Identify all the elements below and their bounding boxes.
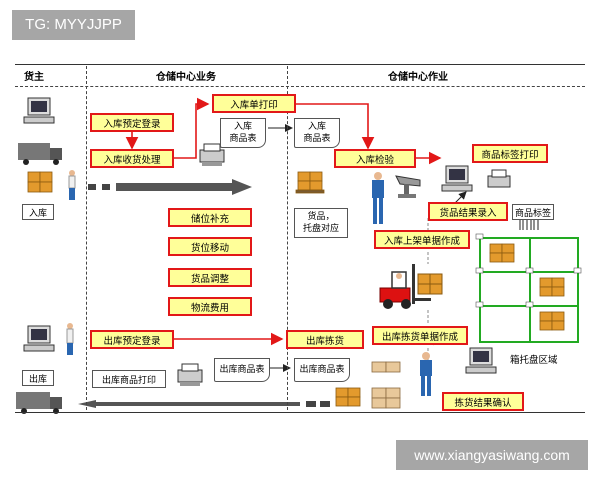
pick-order-box: 出库拣货单据作成 [372, 326, 468, 345]
inbound-doc-operation: 入库 商品表 [294, 118, 340, 148]
pallet-stack-icon [335, 387, 361, 407]
inbound-doc-business: 入库 商品表 [220, 118, 266, 148]
rack-label-tags [475, 233, 582, 308]
goods-entry-box: 货品结果录入 [428, 202, 508, 221]
doc-line: 出库商品表 [219, 365, 265, 375]
outbound-doc-operation: 出库商品表 [294, 358, 350, 382]
inbound-big-arrow [88, 179, 252, 195]
barcode-scanner-icon [395, 175, 421, 198]
shelf-order-box: 入库上架单据作成 [374, 230, 470, 249]
outbound-print-box: 出库商品打印 [92, 370, 166, 388]
box-stack-icon [371, 361, 401, 409]
rack-boxes [489, 243, 565, 331]
pick-confirm-box: 拣货结果确认 [442, 392, 524, 411]
header-cargo-owner: 货主 [24, 72, 44, 83]
pallet-match-box: 货品， 托盘对应 [294, 208, 348, 238]
outbound-pick-box: 出库拣货 [286, 330, 364, 349]
outbound-doc-business: 出库商品表 [214, 358, 270, 382]
computer-icon [441, 165, 473, 192]
owner-inbound-label: 入库 [22, 204, 54, 220]
watermark-top-left: TG: MYYJJPP [12, 10, 135, 40]
outbound-prebook-box: 出库预定登录 [90, 330, 174, 349]
doc-line: 商品表 [229, 134, 257, 144]
pallet-match-line: 托盘对应 [302, 224, 339, 234]
computer-icon [465, 347, 497, 374]
printer-icon [487, 169, 511, 188]
pallet-match-line: 货品， [307, 212, 335, 222]
bottom-rule [15, 412, 585, 413]
adjust-box: 货品调整 [168, 268, 252, 287]
truck-icon [18, 143, 62, 165]
printer-icon [177, 363, 203, 386]
business-column-divider [287, 66, 288, 410]
owner-outbound-label: 出库 [22, 370, 54, 386]
worker-icon [68, 170, 76, 200]
box-stack-icon [27, 171, 53, 193]
barcode-icon [519, 220, 539, 230]
worker-icon [372, 172, 384, 224]
pallet-area-label: 箱托盘区域 [510, 352, 558, 366]
computer-icon [23, 325, 55, 352]
computer-icon [23, 97, 55, 124]
truck-icon [16, 392, 62, 414]
worker-icon [66, 323, 74, 355]
replenish-box: 储位补充 [168, 208, 252, 227]
worker-icon [420, 352, 432, 396]
doc-line: 入库 [233, 122, 252, 132]
fee-box: 物流费用 [168, 297, 252, 316]
doc-line: 入库 [307, 122, 326, 132]
doc-line: 出库商品表 [299, 365, 345, 375]
move-box: 货位移动 [168, 237, 252, 256]
inbound-prebook-box: 入库预定登录 [90, 113, 174, 132]
inbound-check-box: 入库检验 [334, 149, 416, 168]
header-warehouse-operation: 仓储中心作业 [388, 72, 448, 83]
pallet-stack-icon [295, 171, 325, 194]
top-rule [15, 64, 585, 65]
owner-column-divider [86, 66, 87, 410]
watermark-bottom-right: www.xiangyasiwang.com [396, 440, 588, 470]
inbound-print-box: 入库单打印 [212, 94, 296, 113]
inbound-receipt-box: 入库收货处理 [90, 149, 174, 168]
doc-line: 商品表 [303, 134, 331, 144]
header-warehouse-business: 仓储中心业务 [156, 72, 216, 83]
header-separator [15, 86, 585, 87]
label-print-box: 商品标签打印 [472, 144, 548, 163]
product-label-box: 商品标签 [512, 204, 554, 220]
forklift-icon [379, 264, 443, 309]
outbound-big-arrow [78, 400, 330, 408]
